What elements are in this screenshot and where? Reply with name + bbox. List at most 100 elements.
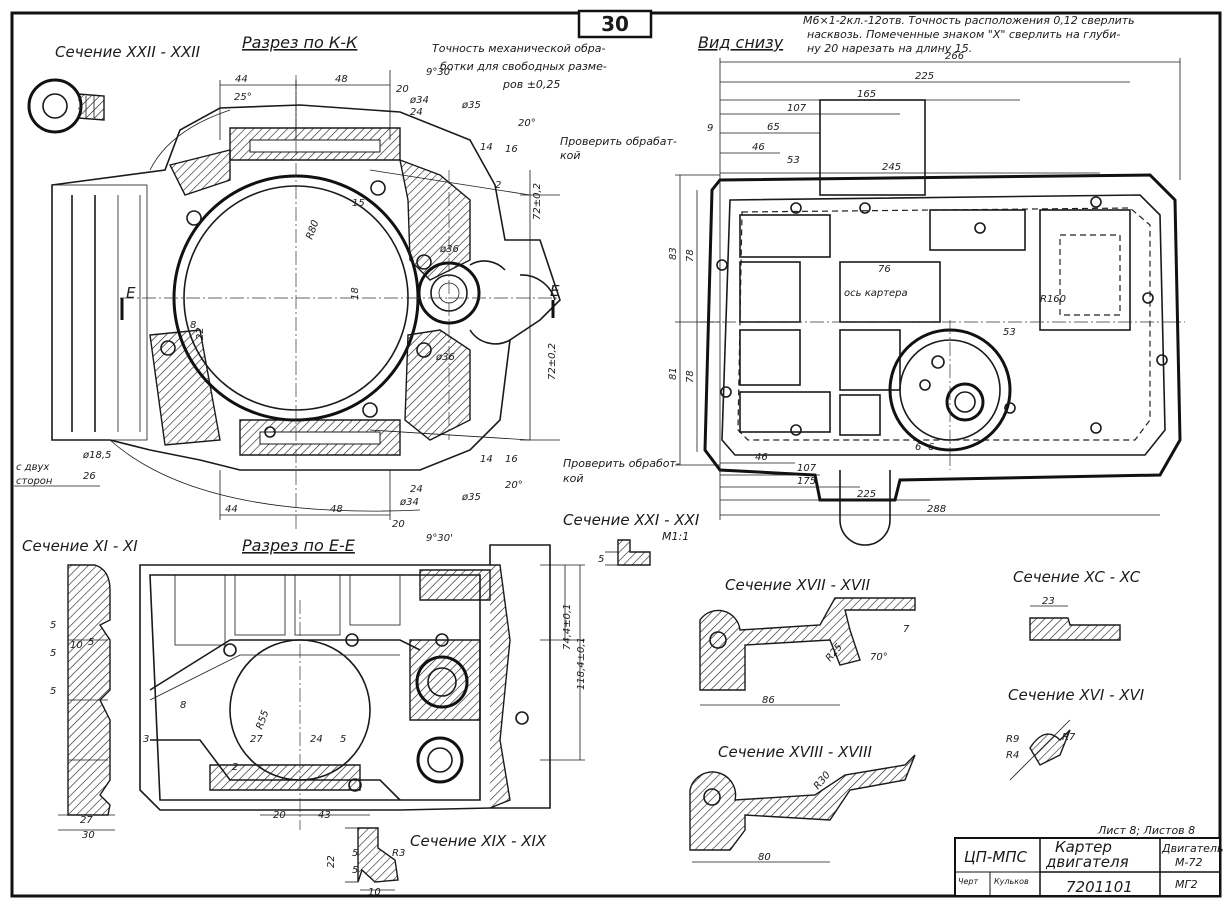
dim-kk-2: 25° <box>234 92 252 103</box>
dim-kk-19: ø36 <box>435 352 455 363</box>
dim-kk-7: ø35 <box>461 100 481 111</box>
check-note-2-line1: Проверить обработ- <box>563 457 680 470</box>
dim-kk-29: 48 <box>330 504 343 515</box>
dim-ee-7: 43 <box>318 810 331 821</box>
dim-kk-28: 44 <box>225 504 238 515</box>
dim-bottom-17: 107 <box>797 463 817 474</box>
section-xc-title: Сечение XC - XC <box>1013 568 1141 586</box>
cut-kk-view: Разрез по К-К <box>14 33 561 544</box>
dim-kk-24: ø35 <box>461 492 481 503</box>
dim-sect-19: 22 <box>326 855 337 868</box>
dim-kk-3: 20 <box>396 84 409 95</box>
dim-kk-5: ø34 <box>409 95 429 106</box>
dim-bottom-21: 6 <box>915 442 921 453</box>
check-note-1-line2: кой <box>560 149 581 162</box>
accuracy-line1: Точность механической обра- <box>432 42 606 55</box>
dim-ee-8: 3 <box>143 734 149 745</box>
section-xxi-view: Сечение XXI - XXI М1:1 5 <box>563 511 700 566</box>
dim-kk-14: 15 <box>352 198 365 209</box>
dim-bottom-13: 76 <box>878 264 891 275</box>
section-xviii-view: Сечение XVIII - XVIII 80 R30 <box>689 743 916 863</box>
dim-sect-10: 70° <box>870 652 888 663</box>
section-xvii-title: Сечение XVII - XVII <box>725 576 871 594</box>
dim-sect-8: 86 <box>762 695 775 706</box>
dim-kk-22: 14 <box>480 454 493 465</box>
title-drawn-signature: Кульков <box>994 877 1029 886</box>
cut-ee-view: Разрез по Е-Е 74,4±0,1 118,4±0,1 27 <box>139 536 587 830</box>
title-part-line1: Картер <box>1055 838 1112 856</box>
dim-bottom-5: 46 <box>752 142 765 153</box>
dim-bottom-9: 83 <box>668 247 679 260</box>
section-xix-title: Сечение XIX - XIX <box>410 832 547 850</box>
accuracy-line3: ров ±0,25 <box>502 78 560 91</box>
dim-bottom-4: 65 <box>767 122 780 133</box>
title-drawing-number: 7201101 <box>1066 878 1133 896</box>
dim-bottom-15: R160 <box>1040 294 1066 305</box>
accuracy-line2: ботки для свободных разме- <box>440 60 607 73</box>
dim-kk-11: 2 <box>495 180 501 191</box>
check-note-1-line1: Проверить обрабат- <box>560 135 677 148</box>
dim-kk-21: 16 <box>505 454 518 465</box>
section-xxi-title: Сечение XXI - XXI <box>563 511 700 529</box>
dim-bottom-19: 225 <box>857 489 876 500</box>
top-note-line3: ну 20 нарезать на длину 15. <box>807 42 972 55</box>
both-sides-line1: с двух <box>16 462 49 473</box>
section-xix-view: Сечение XIX - XIX 5 22 5 10 R3 <box>326 827 547 898</box>
dim-sect-13: R9 <box>1006 734 1019 745</box>
dim-sect-15: R4 <box>1006 750 1019 761</box>
section-xvi-view: Сечение XVI - XVI R9 R7 R4 <box>1006 686 1145 781</box>
dim-kk-17: 8 <box>190 320 196 331</box>
dim-bottom-22: 6 <box>928 442 934 453</box>
bottom-view: Вид снизу М6×1-2кл.-12отв. Точность расп… <box>668 14 1185 546</box>
dim-kk-18: 22 <box>195 327 206 340</box>
dim-ee-2: 27 <box>250 734 263 745</box>
dim-sect-18: 5 <box>352 848 358 859</box>
dim-ee-0: 74,4±0,1 <box>562 603 573 650</box>
title-product-line2: М-72 <box>1175 856 1202 869</box>
dim-kk-12: 72±0,2 <box>532 183 543 220</box>
dim-kk-1: 48 <box>335 74 348 85</box>
dim-bottom-16: 46 <box>755 452 768 463</box>
axis-label: ось картера <box>844 288 908 299</box>
title-drawn-label: Черт <box>958 877 978 886</box>
sheet-number: 30 <box>601 12 629 36</box>
dim-kk-27: 20 <box>392 519 405 530</box>
dim-ee-4: 5 <box>340 734 346 745</box>
section-xc-view: Сечение XC - XC 23 <box>1013 568 1141 641</box>
dim-bottom-11: 81 <box>668 367 679 380</box>
dim-kk-20: 72±0,2 <box>547 343 558 380</box>
dim-kk-8: 20° <box>518 118 536 129</box>
dim-ee-5: R55 <box>254 709 271 731</box>
dim-ee-3: 24 <box>310 734 323 745</box>
cut-ee-title: Разрез по Е-Е <box>242 536 356 555</box>
both-sides-line2: сторон <box>16 476 53 487</box>
dim-sect-11: 7 <box>903 624 910 635</box>
dim-kk-30: 9°30' <box>426 533 453 544</box>
section-xxii-view: Сечение XXII - XXII <box>27 43 201 134</box>
dim-sect-4: 5 <box>50 686 56 697</box>
dim-kk-23: 20° <box>505 480 523 491</box>
dim-bottom-10: 78 <box>685 249 696 262</box>
dim-bottom-12: 78 <box>685 370 696 383</box>
dim-sect-3: 5 <box>88 637 94 648</box>
sheet-info: Лист 8; Листов 8 <box>1097 824 1195 837</box>
check-note-2-line2: кой <box>563 472 584 485</box>
dim-bottom-18: 175 <box>797 476 816 487</box>
cut-mark-e-right: Е <box>550 282 560 300</box>
dim-kk-31: 26 <box>83 471 96 482</box>
bottom-view-title: Вид снизу <box>698 33 784 52</box>
title-block: Лист 8; Листов 8 ЦП-МПС Картер двигателя… <box>954 824 1223 897</box>
dim-kk-26: ø34 <box>399 497 419 508</box>
dim-ee-10: 2 <box>232 762 238 773</box>
dim-sect-21: 10 <box>368 887 381 898</box>
dim-bottom-6: 53 <box>787 155 800 166</box>
dim-bottom-0: 266 <box>945 51 964 62</box>
dim-bottom-20: 288 <box>927 504 946 515</box>
title-material: МГ2 <box>1175 878 1198 891</box>
dim-sect-22: R3 <box>392 848 405 859</box>
section-xviii-title: Сечение XVIII - XVIII <box>718 743 872 761</box>
dim-bottom-3: 107 <box>787 103 807 114</box>
dim-bottom-7: 245 <box>882 162 901 173</box>
dim-sect-0: 5 <box>50 620 56 631</box>
dim-bottom-1: 225 <box>915 71 934 82</box>
